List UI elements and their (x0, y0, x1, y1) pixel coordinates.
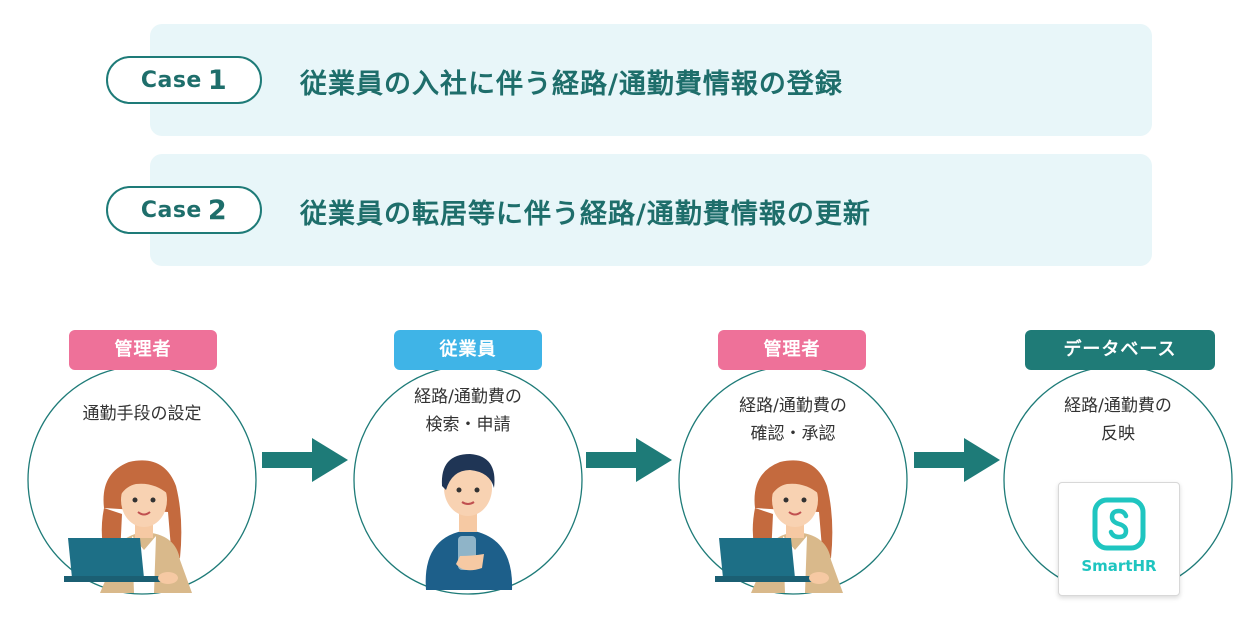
woman-with-laptop-icon (64, 460, 192, 593)
arrow-right-icon (914, 438, 1000, 482)
step-line-1: 経路/通勤費の (739, 396, 847, 416)
smarthr-s-icon (1092, 497, 1146, 551)
case-2-pill: Case 2 (106, 186, 262, 234)
case-1-box (150, 24, 1152, 136)
role-badge-admin: 管理者 (718, 330, 866, 370)
step-line-2: 反映 (1101, 424, 1135, 444)
step-admin-approve: 管理者 経路/通勤費の 確認・承認 (677, 330, 909, 600)
step-line-1: 通勤手段の設定 (82, 404, 202, 424)
role-badge-database: データベース (1025, 330, 1215, 370)
case-1-label: Case (140, 67, 202, 93)
case-2-number: 2 (207, 194, 228, 226)
step-line-1: 経路/通勤費の (1064, 396, 1172, 416)
step-line-2: 確認・承認 (750, 424, 836, 444)
woman-with-laptop-icon (715, 460, 843, 593)
step-database-reflect: データベース 経路/通勤費の 反映 SmartHR (1002, 330, 1234, 600)
case-2-label: Case (140, 197, 202, 223)
man-with-smartphone-icon (425, 454, 513, 590)
step-description: 経路/通勤費の 確認・承認 (677, 392, 909, 448)
step-admin-setup: 管理者 通勤手段の設定 (26, 330, 258, 600)
case-1-pill: Case 1 (106, 56, 262, 104)
step-line-1: 経路/通勤費の (414, 387, 522, 407)
step-description: 経路/通勤費の 反映 (1002, 392, 1234, 448)
case-2-box (150, 154, 1152, 266)
case-1-text: 従業員の入社に伴う経路/通勤費情報の登録 (300, 69, 843, 100)
case-2-text: 従業員の転居等に伴う経路/通勤費情報の更新 (300, 199, 871, 230)
step-employee-request: 従業員 経路/通勤費の 検索・申請 (352, 330, 584, 600)
role-badge-admin: 管理者 (69, 330, 217, 370)
smarthr-logo: SmartHR (1058, 482, 1180, 596)
arrow-right-icon (262, 438, 348, 482)
smarthr-logo-text: SmartHR (1081, 557, 1157, 575)
step-description: 通勤手段の設定 (26, 400, 258, 428)
step-line-2: 検索・申請 (425, 415, 511, 435)
step-description: 経路/通勤費の 検索・申請 (352, 383, 584, 439)
role-badge-employee: 従業員 (394, 330, 542, 370)
arrow-right-icon (586, 438, 672, 482)
case-1-number: 1 (207, 64, 228, 96)
